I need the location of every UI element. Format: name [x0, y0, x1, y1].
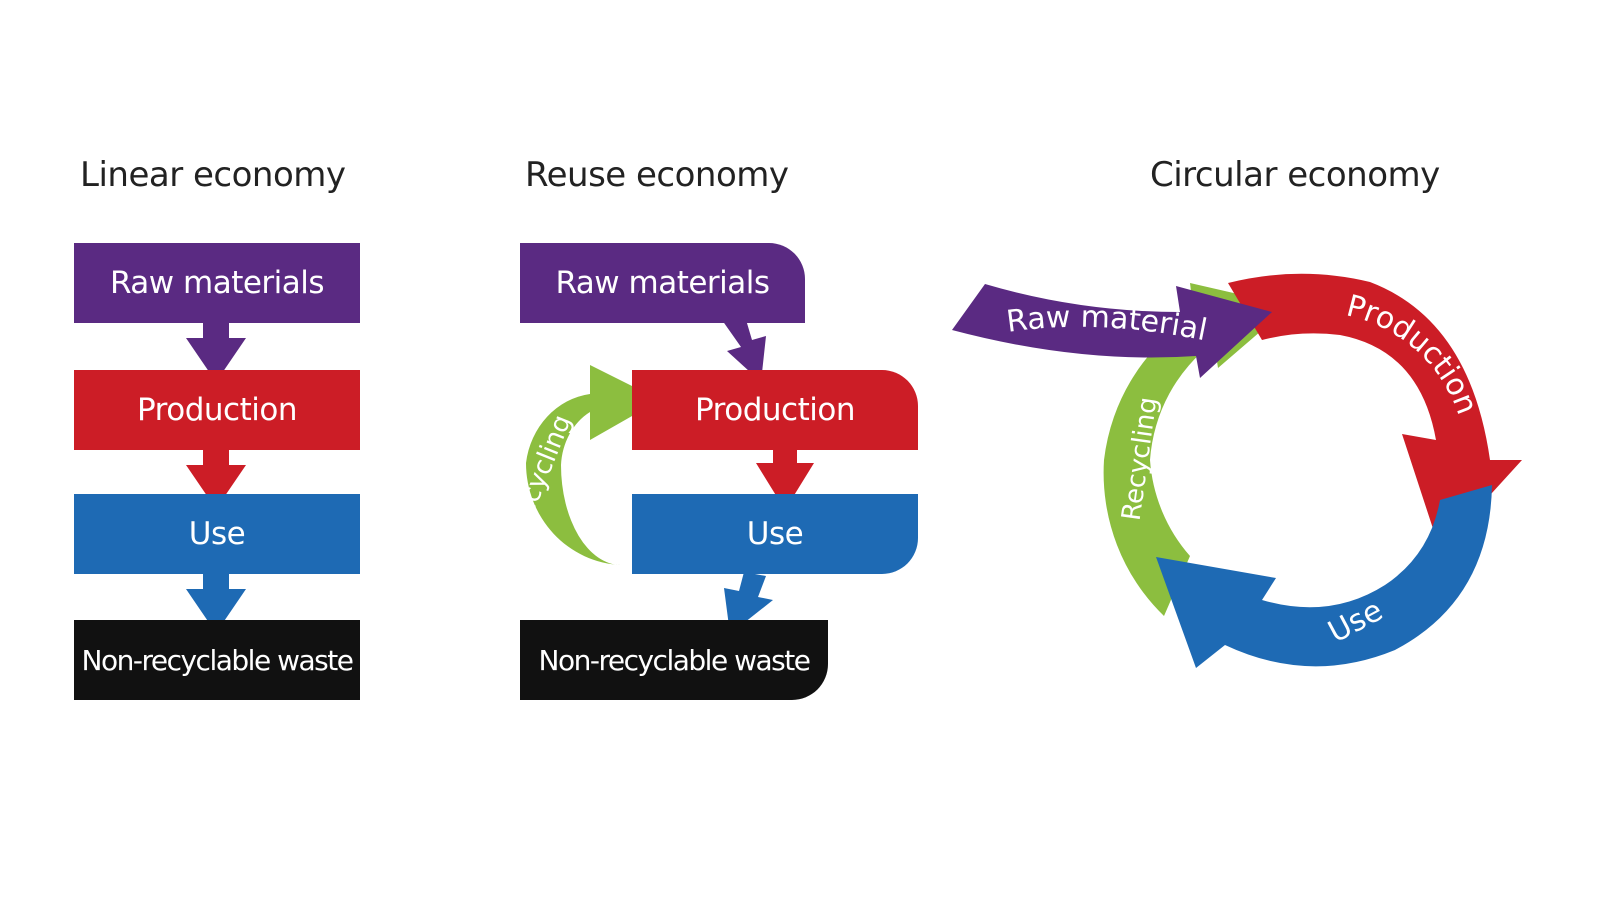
linear-use-box: Use	[74, 494, 360, 574]
linear-arrow-raw-to-production	[186, 322, 246, 382]
linear-waste-box: Non-recyclable waste	[74, 620, 360, 700]
linear-arrow-production-to-use	[186, 449, 246, 509]
circular-use-arrow	[1156, 485, 1492, 668]
reuse-arrow-raw-to-production	[722, 313, 766, 382]
linear-raw-materials-box: Raw materials	[74, 243, 360, 323]
linear-economy-title: Linear economy	[80, 155, 346, 195]
circular-production-arrow	[1228, 273, 1522, 550]
reuse-use-box: Use	[632, 494, 918, 574]
circular-recycling-arrow	[1103, 283, 1290, 616]
reuse-arrow-use-to-waste	[724, 572, 773, 634]
circular-economy-title: Circular economy	[1150, 155, 1440, 195]
linear-arrow-use-to-waste	[186, 573, 246, 633]
reuse-waste-box: Non-recyclable waste	[520, 620, 828, 700]
reuse-economy-title: Reuse economy	[525, 155, 789, 195]
reuse-production-box: Production	[632, 370, 918, 450]
reuse-recycling-arrow	[525, 365, 660, 565]
linear-production-box: Production	[74, 370, 360, 450]
reuse-raw-materials-box: Raw materials	[520, 243, 805, 323]
reuse-arrow-production-to-use	[756, 446, 814, 510]
circular-raw-materials-arrow	[952, 284, 1272, 378]
